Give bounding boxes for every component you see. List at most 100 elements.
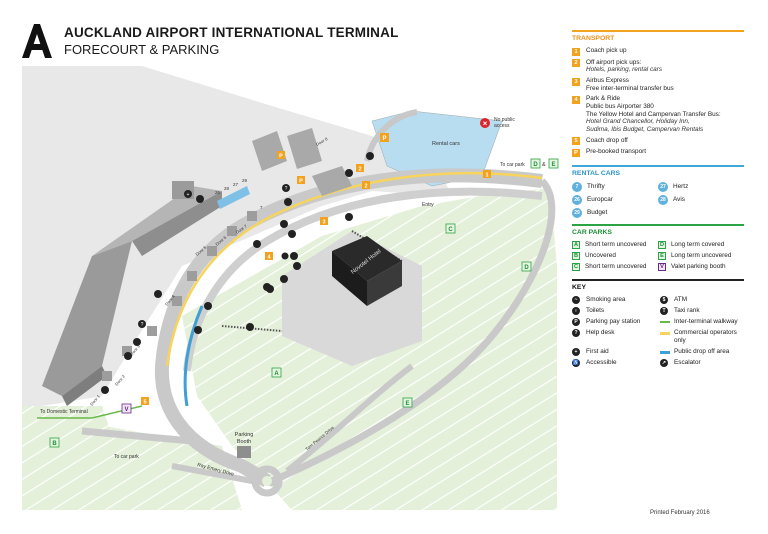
carpark-badge-d[interactable]: D: [521, 261, 532, 272]
public-drop-off-path: [183, 305, 204, 407]
prebooked-badge-map[interactable]: P: [380, 133, 389, 142]
key-accessible: ♿Accessible: [572, 358, 617, 367]
carpark-badge-e-top[interactable]: E: [548, 158, 559, 169]
key-toilets: ♀Toilets: [572, 307, 656, 316]
svg-text:✕: ✕: [482, 121, 487, 128]
commercial-operators-path: [165, 172, 543, 367]
transport-item-4: 4 Park & Ride Public bus Airporter 380 T…: [572, 95, 744, 133]
rental-badge-29: 29: [242, 178, 248, 183]
door-7-label: Door 7: [235, 223, 249, 235]
carpark-badge-b[interactable]: B: [49, 437, 60, 448]
escalator-icon: ↗: [660, 358, 668, 367]
transport-item-1: 1 Coach pick up: [572, 47, 744, 56]
svg-text:?: ?: [285, 186, 288, 192]
auckland-airport-logo-icon: [22, 24, 52, 58]
carpark-badge-c[interactable]: C: [445, 223, 456, 234]
svg-text:?: ?: [141, 322, 144, 328]
carpark-badge-a[interactable]: A: [271, 367, 282, 378]
key-escalator: ↗Escalator: [660, 358, 701, 367]
parking-booth[interactable]: Parking Booth: [235, 432, 254, 458]
svg-text:P: P: [299, 179, 303, 185]
key-help-desk: ?Help desk: [572, 329, 656, 344]
to-car-park-label-2: To car park: [114, 454, 139, 460]
svg-text:access: access: [494, 123, 510, 129]
svg-text:2: 2: [364, 184, 367, 190]
transport-section: TRANSPORT 1 Coach pick up 2 Off airport …: [572, 30, 744, 157]
transport-badge-1[interactable]: 1: [483, 170, 491, 179]
svg-text:+: +: [187, 192, 190, 198]
grass-area-left: [22, 424, 242, 510]
terminal-buildings: [42, 128, 352, 406]
svg-text:29: 29: [242, 178, 248, 183]
to-car-park-label-1: To car park: [500, 162, 525, 168]
svg-text:3: 3: [322, 220, 325, 226]
rental-badge-7: 7: [260, 205, 263, 210]
svg-text:27: 27: [233, 182, 239, 187]
key-drop-off: Public drop off area: [660, 348, 744, 356]
svg-text:28: 28: [224, 186, 230, 191]
tom-pearce-drive-road: [285, 363, 414, 474]
door-8-label: Door 8: [315, 136, 329, 147]
svg-text:D: D: [533, 162, 538, 168]
drop-off-line-icon: [660, 350, 670, 354]
transport-badge-4[interactable]: 4: [265, 252, 273, 261]
smoking-icon: ~: [572, 296, 580, 305]
svg-text:C: C: [448, 227, 453, 233]
transport-badge-2b[interactable]: 2: [356, 164, 364, 173]
rental-badge-26: 26: [215, 190, 221, 195]
carpark-badge-d-top[interactable]: D: [530, 158, 541, 169]
legend-panel: TRANSPORT 1 Coach pick up 2 Off airport …: [572, 30, 744, 367]
toilets-icon: ♀: [572, 307, 580, 316]
printed-date: Printed February 2016: [650, 510, 710, 516]
transport-badge-p[interactable]: P: [277, 151, 285, 160]
key-smoking: ~Smoking area: [572, 296, 656, 305]
door-2-label: Door 2: [114, 373, 126, 386]
roundabout: [251, 465, 283, 497]
help-desk-icon: ?: [572, 329, 580, 338]
transport-badge-2[interactable]: 2: [362, 181, 370, 190]
rental-badge-28: 28: [224, 186, 230, 191]
transport-badge-p2[interactable]: P: [297, 176, 305, 185]
svg-text:P: P: [382, 136, 386, 142]
outer-loop-road: [270, 178, 556, 485]
carparks-heading: CAR PARKS: [572, 224, 744, 237]
svg-text:V: V: [124, 407, 128, 413]
svg-text:5: 5: [143, 400, 146, 406]
accessible-icon: ♿: [572, 358, 580, 367]
novotel-hotel[interactable]: Novotel Hotel: [332, 236, 402, 306]
transport-badge-3[interactable]: 3: [320, 217, 328, 226]
key-heading: KEY: [572, 279, 744, 292]
svg-text:2: 2: [358, 167, 361, 173]
header: AUCKLAND AIRPORT INTERNATIONAL TERMINAL …: [22, 22, 542, 62]
svg-text:P: P: [279, 154, 283, 160]
svg-text:26: 26: [215, 190, 221, 195]
parking-booth-label-2: Booth: [237, 439, 251, 445]
transport-badge-5[interactable]: 5: [141, 397, 149, 406]
svg-text:E: E: [405, 401, 409, 407]
carpark-badge-e[interactable]: E: [402, 397, 413, 408]
main-road-inner: [183, 187, 543, 372]
atm-icon: $: [660, 296, 668, 305]
road-to-car-park: [81, 427, 269, 485]
valet-badge[interactable]: V: [121, 403, 132, 414]
forecourt-map[interactable]: Novotel Hotel Parking Booth Rental cars …: [22, 66, 562, 510]
map-icons: + ? ?: [101, 152, 374, 394]
taxi-icon: T: [660, 307, 668, 316]
svg-text:E: E: [551, 162, 555, 168]
svg-text:D: D: [524, 265, 529, 271]
transport-heading: TRANSPORT: [572, 30, 744, 43]
no-public-access: ✕ No public access: [480, 117, 515, 129]
